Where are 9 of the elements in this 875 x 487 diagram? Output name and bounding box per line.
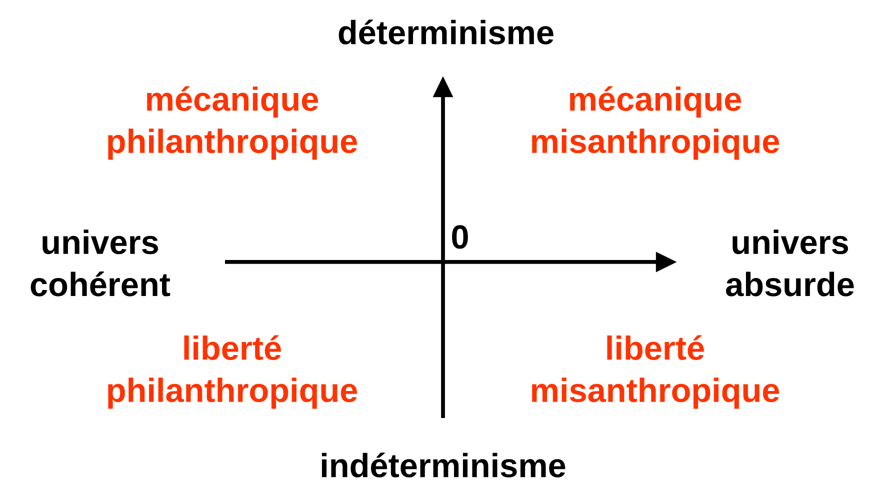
quadrant-label: liberté philanthropique [108,335,358,409]
axis-label: univers absurde [726,230,854,296]
axis-label: univers cohérent [30,230,170,296]
axis-label: déterminisme [338,20,554,44]
quadrant-label: mécanique misanthropique [532,86,780,160]
quadrant-label: mécanique philanthropique [108,86,358,160]
quadrant-label: liberté misanthropique [532,335,780,409]
axis-label: indéterminisme [322,452,566,478]
origin-label: 0 [452,225,468,249]
